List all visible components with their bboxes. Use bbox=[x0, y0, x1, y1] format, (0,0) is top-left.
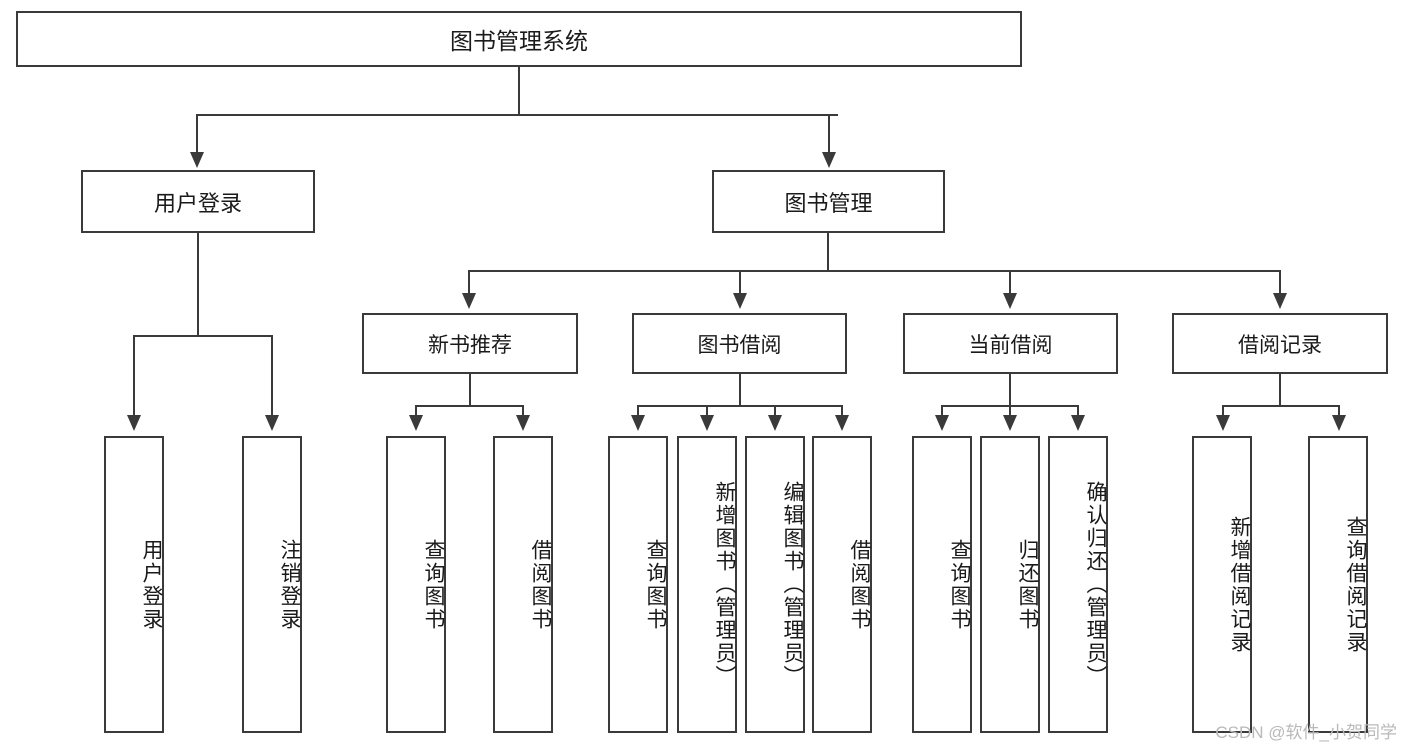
node-label: 查询借阅记录 bbox=[1344, 515, 1367, 654]
node-label: 查询图书 bbox=[948, 538, 971, 631]
connector-book-borrow-to-leaf-4 bbox=[841, 405, 843, 417]
node-label: 用户登录 bbox=[153, 190, 242, 216]
connector-borrow-record-bus bbox=[1222, 405, 1339, 407]
arrowhead-borrow-record-leaf-1 bbox=[1216, 415, 1230, 431]
leaf-borrow-record-2: 查询借阅记录 bbox=[1308, 436, 1368, 733]
connector-current-borrow-to-leaf-2 bbox=[1009, 405, 1011, 417]
connector-current-borrow-stem bbox=[1009, 374, 1011, 405]
connector-book-manage-to-new-book bbox=[468, 270, 470, 295]
node-label: 借阅图书 bbox=[848, 538, 871, 631]
node-borrow-record: 借阅记录 bbox=[1172, 313, 1388, 374]
connector-new-book-stem bbox=[469, 374, 471, 405]
arrowhead-user-login-leaf-2 bbox=[265, 415, 279, 431]
connector-root-bus bbox=[196, 114, 838, 116]
connector-user-login-to-leaf-1 bbox=[133, 335, 135, 417]
node-label: 新书推荐 bbox=[428, 333, 512, 357]
connector-book-manage-to-book-borrow bbox=[739, 270, 741, 295]
node-book-management: 图书管理 bbox=[712, 170, 945, 233]
node-label: 借阅记录 bbox=[1238, 333, 1322, 357]
leaf-user-login-2: 注销登录 bbox=[242, 436, 302, 733]
leaf-book-borrow-3: 编辑图书（管理员） bbox=[745, 436, 805, 733]
node-label: 编辑图书（管理员） bbox=[781, 481, 804, 688]
connector-book-borrow-to-leaf-3 bbox=[774, 405, 776, 417]
node-label: 用户登录 bbox=[140, 538, 163, 631]
node-label: 新增借阅记录 bbox=[1228, 515, 1251, 654]
arrowhead-book-manage-borrow-record bbox=[1273, 293, 1287, 309]
leaf-current-borrow-3: 确认归还（管理员） bbox=[1048, 436, 1108, 733]
leaf-book-borrow-2: 新增图书（管理员） bbox=[677, 436, 737, 733]
node-label: 新增图书（管理员） bbox=[713, 481, 736, 688]
connector-borrow-record-to-leaf-2 bbox=[1338, 405, 1340, 417]
leaf-current-borrow-1: 查询图书 bbox=[912, 436, 972, 733]
leaf-user-login-1: 用户登录 bbox=[104, 436, 164, 733]
connector-user-login-to-leaf-2 bbox=[271, 335, 273, 417]
connector-user-login-bus bbox=[133, 335, 273, 337]
connector-root-stem bbox=[518, 67, 520, 114]
connector-root-to-user-login bbox=[196, 114, 198, 154]
connector-book-manage-bus bbox=[468, 270, 1280, 272]
connector-book-manage-to-current-borrow bbox=[1009, 270, 1011, 295]
arrowhead-book-manage-book-borrow bbox=[733, 293, 747, 309]
node-label: 注销登录 bbox=[278, 538, 301, 631]
arrowhead-book-borrow-leaf-1 bbox=[631, 415, 645, 431]
arrowhead-borrow-record-leaf-2 bbox=[1332, 415, 1346, 431]
connector-user-login-stem bbox=[197, 233, 199, 335]
arrowhead-root-to-book-manage bbox=[822, 152, 836, 168]
arrowhead-root-to-user-login bbox=[190, 152, 204, 168]
connector-book-borrow-to-leaf-2 bbox=[706, 405, 708, 417]
arrowhead-current-borrow-leaf-2 bbox=[1003, 415, 1017, 431]
arrowhead-book-manage-current-borrow bbox=[1003, 293, 1017, 309]
connector-current-borrow-to-leaf-3 bbox=[1077, 405, 1079, 417]
connector-book-borrow-to-leaf-1 bbox=[637, 405, 639, 417]
node-label: 归还图书 bbox=[1016, 538, 1039, 631]
leaf-book-borrow-4: 借阅图书 bbox=[812, 436, 872, 733]
node-book-borrow: 图书借阅 bbox=[632, 313, 847, 374]
node-current-borrow: 当前借阅 bbox=[903, 313, 1118, 374]
node-label: 确认归还（管理员） bbox=[1084, 481, 1107, 688]
arrowhead-new-book-leaf-2 bbox=[516, 415, 530, 431]
connector-borrow-record-to-leaf-1 bbox=[1222, 405, 1224, 417]
connector-current-borrow-to-leaf-1 bbox=[941, 405, 943, 417]
node-root-system: 图书管理系统 bbox=[16, 11, 1022, 67]
connector-root-to-book-manage bbox=[828, 114, 830, 154]
node-label: 借阅图书 bbox=[529, 538, 552, 631]
arrowhead-new-book-leaf-1 bbox=[409, 415, 423, 431]
connector-book-manage-stem bbox=[827, 233, 829, 270]
node-label: 当前借阅 bbox=[968, 333, 1053, 357]
node-new-book-recommend: 新书推荐 bbox=[362, 313, 578, 374]
connector-borrow-record-stem bbox=[1279, 374, 1281, 405]
node-label: 查询图书 bbox=[422, 538, 445, 631]
leaf-book-borrow-1: 查询图书 bbox=[608, 436, 668, 733]
node-user-login: 用户登录 bbox=[81, 170, 315, 233]
connector-new-book-to-leaf-2 bbox=[522, 405, 524, 417]
leaf-new-book-recommend-1: 查询图书 bbox=[386, 436, 446, 733]
arrowhead-user-login-leaf-1 bbox=[127, 415, 141, 431]
leaf-current-borrow-2: 归还图书 bbox=[980, 436, 1040, 733]
connector-new-book-bus bbox=[415, 405, 523, 407]
leaf-borrow-record-1: 新增借阅记录 bbox=[1192, 436, 1252, 733]
arrowhead-book-borrow-leaf-2 bbox=[700, 415, 714, 431]
node-label: 图书管理 bbox=[784, 190, 873, 216]
connector-new-book-to-leaf-1 bbox=[415, 405, 417, 417]
arrowhead-current-borrow-leaf-3 bbox=[1071, 415, 1085, 431]
connector-book-manage-to-borrow-record bbox=[1279, 270, 1281, 295]
connector-book-borrow-bus bbox=[637, 405, 843, 407]
leaf-new-book-recommend-2: 借阅图书 bbox=[493, 436, 553, 733]
arrowhead-current-borrow-leaf-1 bbox=[935, 415, 949, 431]
node-label: 查询图书 bbox=[644, 538, 667, 631]
arrowhead-book-borrow-leaf-3 bbox=[768, 415, 782, 431]
node-label: 图书借阅 bbox=[697, 333, 782, 357]
arrowhead-book-borrow-leaf-4 bbox=[835, 415, 849, 431]
node-label: 图书管理系统 bbox=[450, 28, 588, 54]
arrowhead-book-manage-new-book bbox=[462, 293, 476, 309]
connector-book-borrow-stem bbox=[739, 374, 741, 405]
